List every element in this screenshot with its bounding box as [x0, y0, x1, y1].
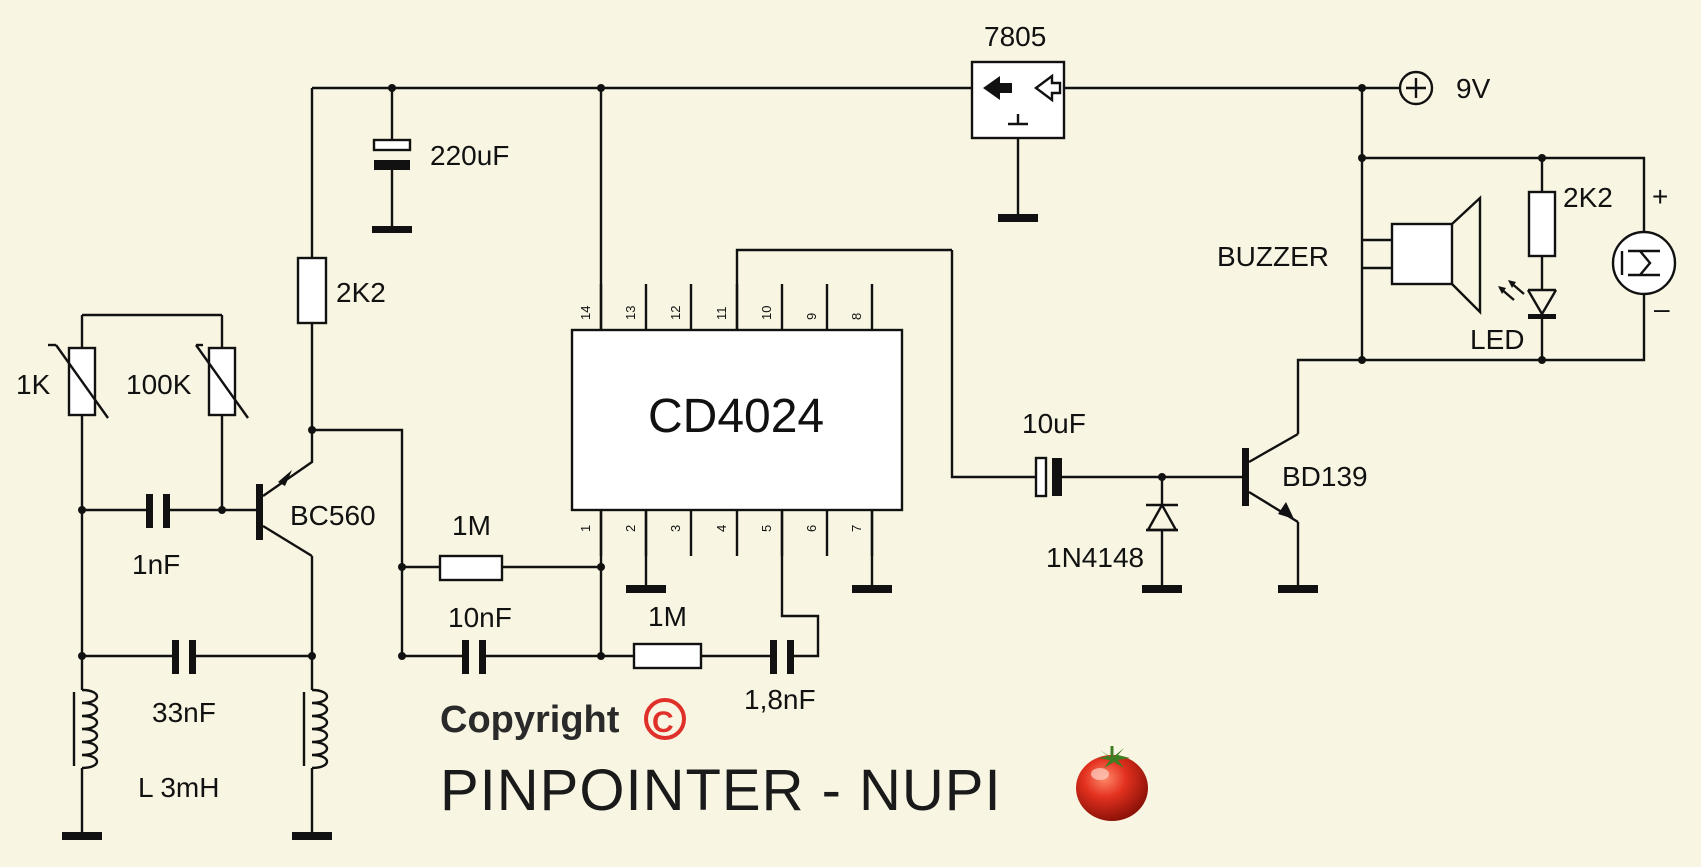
cap-1-8nf-label: 1,8nF [744, 684, 816, 715]
cap-1nf-label: 1nF [132, 549, 180, 580]
cap-220uf-label: 220uF [430, 140, 509, 171]
diode-1n4148: 1N4148 [1046, 502, 1179, 573]
ic-pin-number: 1 [578, 525, 593, 532]
copyright-symbol: C [652, 706, 674, 739]
resistor-2k2-left: 2K2 [296, 256, 386, 325]
regulator-7805: 7805 [970, 21, 1066, 140]
potentiometer-100k: 100K [126, 343, 249, 419]
brand-title: PINPOINTER - NUPI [440, 758, 1002, 823]
buzzer: BUZZER [1217, 195, 1482, 315]
res-1m-upper-label: 1M [452, 510, 491, 541]
ic-pin-number: 10 [759, 306, 774, 320]
capacitor-33nf: 33nF [152, 640, 216, 728]
resistor-2k2-right: 2K2 [1527, 182, 1613, 258]
supply-terminal: 9V [1398, 70, 1491, 106]
meter-plus-label: + [1652, 181, 1668, 212]
ic-pin-number: 2 [623, 525, 638, 532]
ic-label: CD4024 [648, 390, 824, 443]
resistor-1m-lower: 1M [632, 601, 703, 670]
ic-pin-leads [599, 284, 874, 556]
ic-pin-numbers-top: 14 13 12 11 10 9 8 [578, 306, 864, 320]
regulator-label: 7805 [984, 21, 1046, 52]
ic-pin-numbers-bottom: 1 2 3 4 5 6 7 [578, 525, 864, 532]
coil-label: L 3mH [138, 772, 219, 803]
pot-100k-label: 100K [126, 369, 192, 400]
res-1m-lower-label: 1M [648, 601, 687, 632]
bd139-label: BD139 [1282, 461, 1368, 492]
coil-right [302, 688, 329, 770]
capacitor-10nf: 10nF [448, 602, 512, 674]
pot-1k-label: 1K [16, 369, 51, 400]
copyright-text: Copyright [440, 699, 620, 741]
led-label: LED [1470, 324, 1524, 355]
capacitor-1-8nf: 1,8nF [744, 640, 816, 715]
ic-cd4024: CD4024 14 13 12 11 10 9 8 1 2 3 4 5 6 7 [570, 284, 904, 556]
capacitor-1nf: 1nF [132, 494, 180, 580]
ic-pin-number: 9 [804, 313, 819, 320]
ic-pin-number: 7 [849, 525, 864, 532]
ic-pin-number: 11 [714, 307, 729, 321]
copyright-symbol-ring [644, 698, 686, 740]
transistor-bd139: BD139 [1242, 432, 1368, 524]
meter-minus-label: – [1654, 293, 1670, 324]
ic-pin-number: 3 [668, 525, 683, 532]
cap-33nf-label: 33nF [152, 697, 216, 728]
junction-dots [78, 84, 1546, 660]
res-2k2-right-label: 2K2 [1563, 182, 1613, 213]
wires [80, 86, 1646, 835]
ic-pin-number: 8 [849, 313, 864, 320]
diode-label: 1N4148 [1046, 542, 1144, 573]
ic-pin-number: 13 [623, 306, 638, 320]
copyright-notice: Copyright C [440, 698, 686, 741]
potentiometer-1k: 1K [16, 343, 109, 419]
meter: + – [1611, 181, 1677, 324]
resistor-1m-upper: 1M [438, 510, 504, 582]
cap-10nf-label: 10nF [448, 602, 512, 633]
ic-pin-number: 4 [714, 525, 729, 532]
ic-pin-number: 5 [759, 525, 774, 532]
ic-pin-number: 6 [804, 525, 819, 532]
led: LED [1470, 280, 1558, 355]
buzzer-label: BUZZER [1217, 241, 1329, 272]
capacitor-10uf: 10uF [1022, 408, 1086, 498]
ic-pin-number: 12 [668, 306, 683, 320]
capacitor-220uf: 220uF [372, 138, 509, 171]
transistor-bc560: BC560 [256, 430, 376, 558]
supply-label: 9V [1456, 73, 1491, 104]
ic-pin-number: 14 [578, 306, 593, 320]
cap-10uf-label: 10uF [1022, 408, 1086, 439]
bc560-label: BC560 [290, 500, 376, 531]
res-2k2-left-label: 2K2 [336, 277, 386, 308]
ground-symbols [62, 214, 1318, 840]
tomato-icon [1076, 746, 1148, 821]
coil-left [72, 688, 99, 770]
